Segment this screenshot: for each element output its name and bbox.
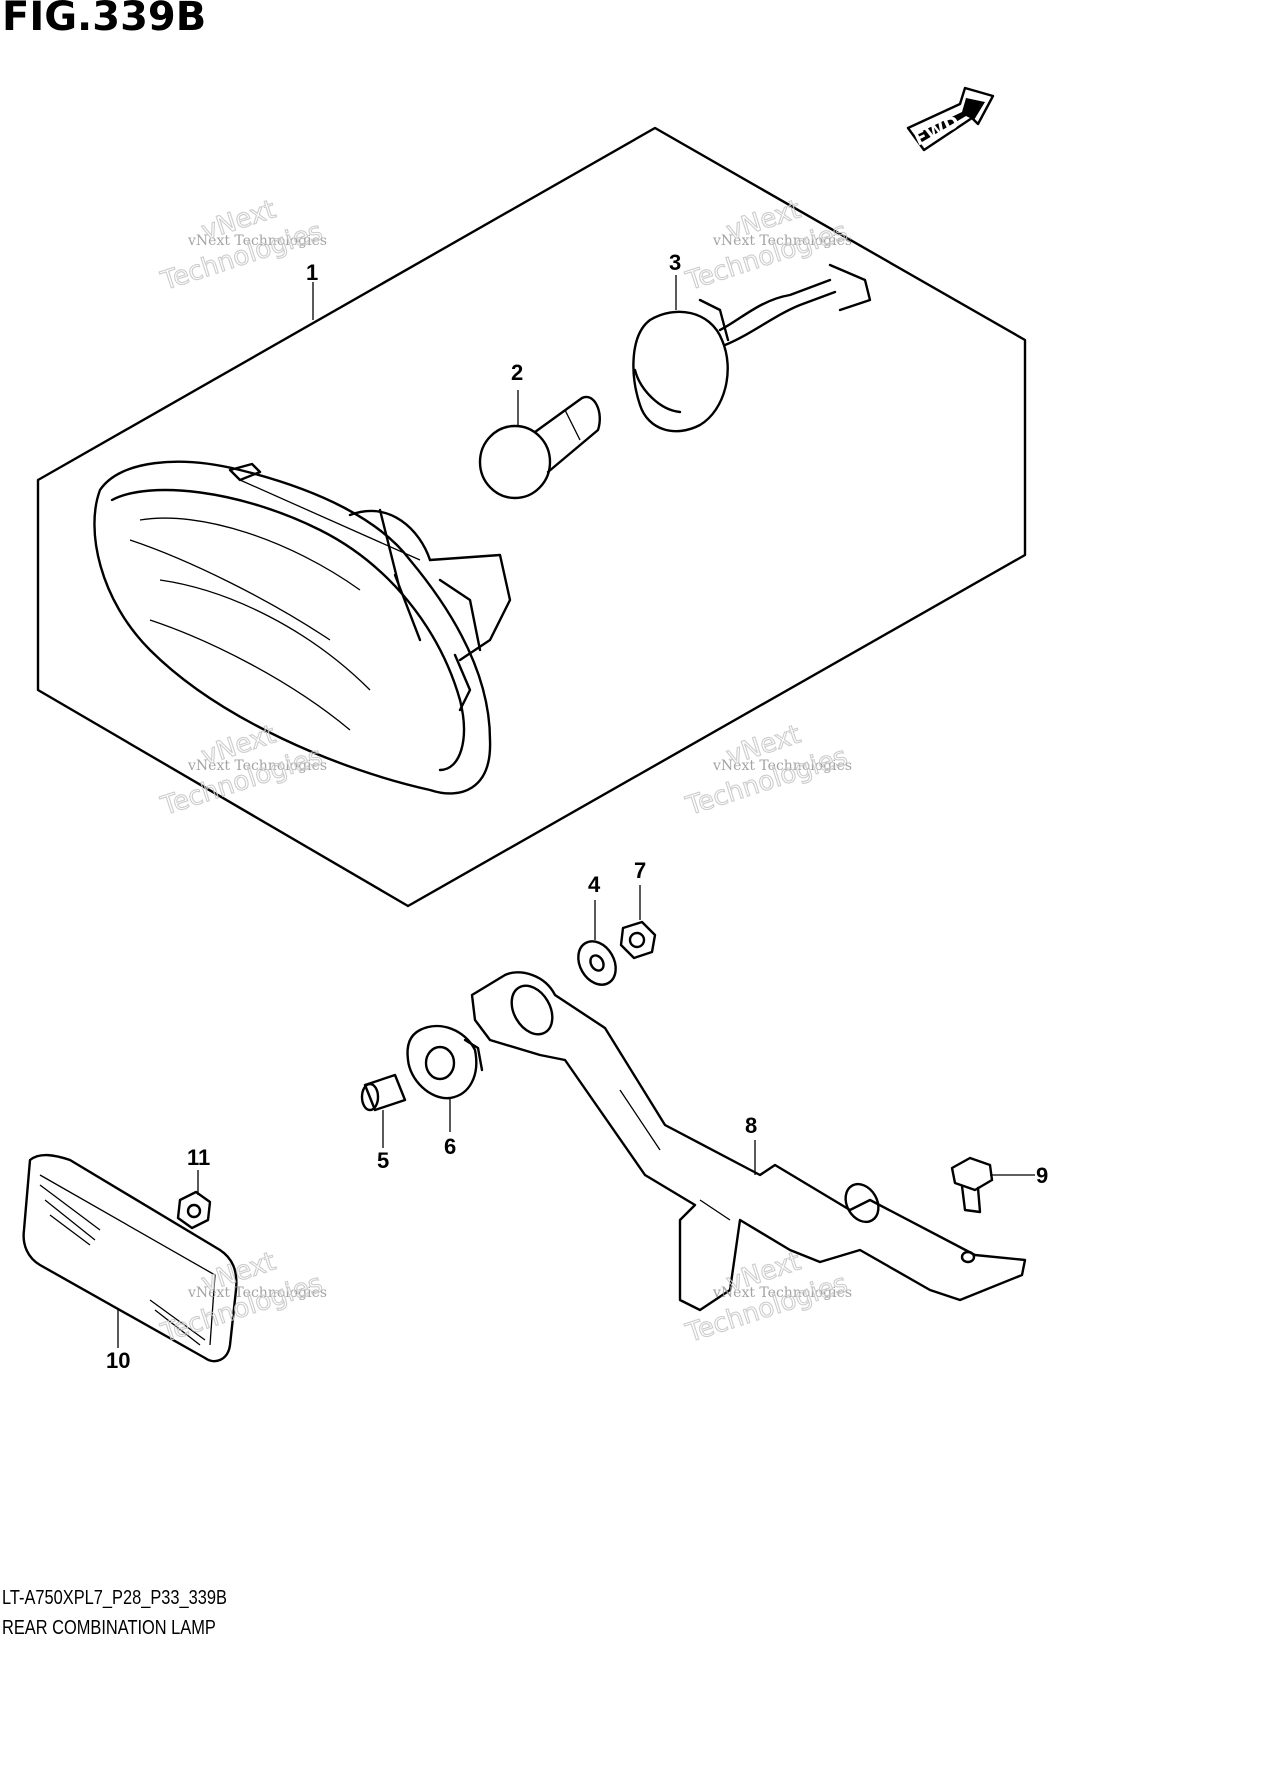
svg-text:vNext Technologies: vNext Technologies (187, 1285, 327, 1301)
bulb-socket (632, 263, 872, 433)
lamp-housing (93, 460, 512, 795)
assembly-box (36, 126, 1027, 908)
part-label-9: 9 (1036, 1163, 1048, 1188)
leader-lines (117, 275, 1035, 1348)
watermark-bottom-left: vNext Technologies vNext Technologies (156, 1246, 327, 1349)
part-label-3: 3 (669, 250, 681, 275)
part-label-11: 11 (187, 1145, 210, 1170)
nut-upper (619, 920, 657, 960)
figure-caption: REAR COMBINATION LAMP (2, 1617, 216, 1639)
watermark-bottom-right: vNext Technologies vNext Technologies (681, 1246, 852, 1349)
part-labels: 1 2 3 4 5 6 7 8 9 10 11 (106, 250, 1048, 1373)
part-label-4: 4 (588, 872, 601, 897)
part-label-5: 5 (377, 1148, 389, 1173)
part-label-7: 7 (634, 858, 646, 883)
part-label-1: 1 (306, 260, 318, 285)
reflector (22, 1153, 238, 1363)
fwd-label: FWD (911, 112, 963, 151)
washer (577, 940, 617, 986)
model-code: LT-A750XPL7_P28_P33_339B (2, 1587, 227, 1609)
grommet (406, 1024, 484, 1100)
watermark-middle-left: vNext Technologies vNext Technologies (156, 719, 327, 822)
svg-text:vNext Technologies: vNext Technologies (712, 1285, 852, 1301)
fwd-arrow: FWD (906, 86, 995, 152)
part-label-8: 8 (745, 1113, 757, 1138)
collar (360, 1073, 407, 1112)
part-label-6: 6 (444, 1134, 456, 1159)
svg-text:vNext Technologies: vNext Technologies (712, 233, 852, 249)
part-label-2: 2 (511, 360, 523, 385)
svg-text:vNext Technologies: vNext Technologies (187, 758, 327, 774)
watermark-top-left: vNext Technologies vNext Technologies (156, 194, 327, 297)
svg-text:vNext Technologies: vNext Technologies (712, 758, 852, 774)
figure-title: FIG.339B (2, 0, 207, 40)
part-label-10: 10 (106, 1348, 130, 1373)
svg-text:vNext Technologies: vNext Technologies (187, 233, 327, 249)
bracket (470, 971, 1027, 1312)
bolt (950, 1156, 994, 1214)
bulb (478, 395, 601, 500)
nut-lower (176, 1190, 212, 1230)
